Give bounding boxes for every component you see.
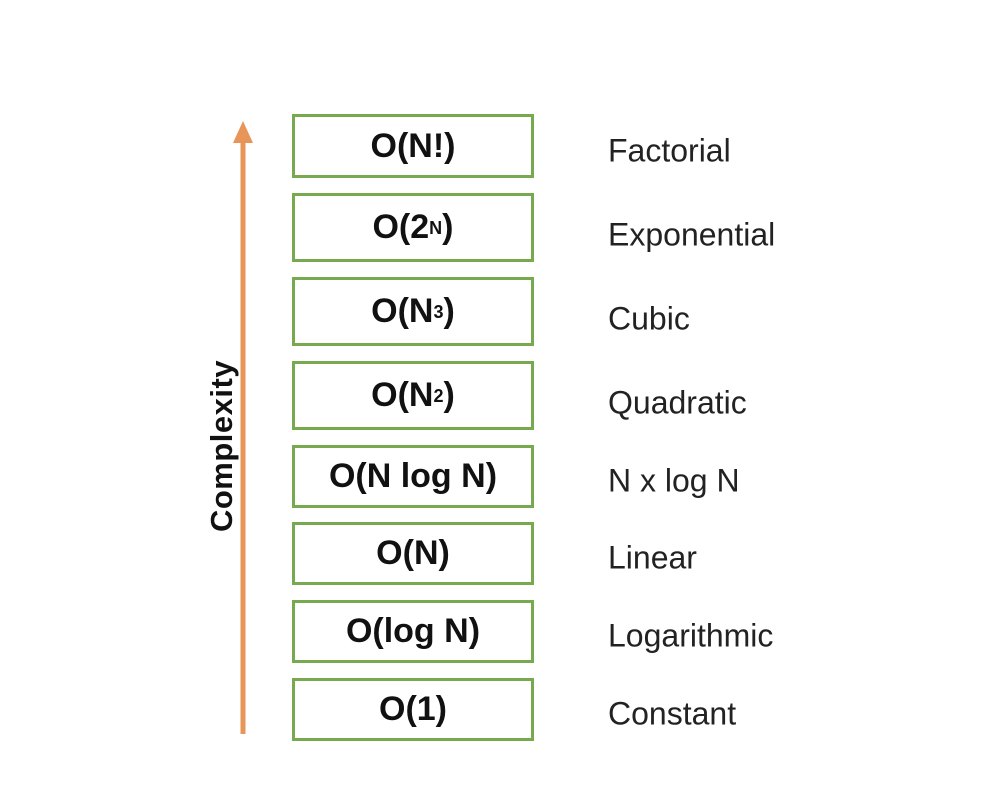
- class-name-cubic: Cubic: [608, 300, 690, 337]
- notation-text: O(N: [371, 292, 434, 330]
- notation-box-factorial: O(N!): [292, 114, 534, 178]
- class-name-linear: Linear: [608, 539, 697, 576]
- notation-close: ): [443, 292, 455, 330]
- arrow-head: [233, 121, 253, 143]
- notation-text: O(N: [371, 376, 434, 414]
- notation-text: O(N log N): [328, 457, 498, 495]
- notation-text: O(1): [379, 690, 447, 728]
- notation-text: O(log N): [345, 612, 481, 650]
- class-name-constant: Constant: [608, 695, 737, 732]
- class-name-n-log-n: N x log N: [608, 462, 740, 499]
- class-name-factorial: Factorial: [608, 132, 731, 169]
- axis-label: Complexity: [204, 359, 239, 533]
- notation-close: ): [442, 208, 454, 246]
- notation-text: O(N): [376, 534, 450, 572]
- notation-text: O(2: [372, 208, 430, 246]
- notation-close: ): [443, 376, 455, 414]
- notation-box-constant: O(1): [292, 678, 534, 741]
- notation-box-linear: O(N): [292, 522, 534, 585]
- notation-box-n-log-n: O(N log N): [292, 445, 534, 508]
- notation-box-logarithmic: O(log N): [292, 600, 534, 663]
- class-name-logarithmic: Logarithmic: [608, 617, 774, 654]
- notation-text: O(N!): [370, 126, 456, 165]
- class-name-quadratic: Quadratic: [608, 384, 747, 421]
- class-name-exponential: Exponential: [608, 216, 776, 253]
